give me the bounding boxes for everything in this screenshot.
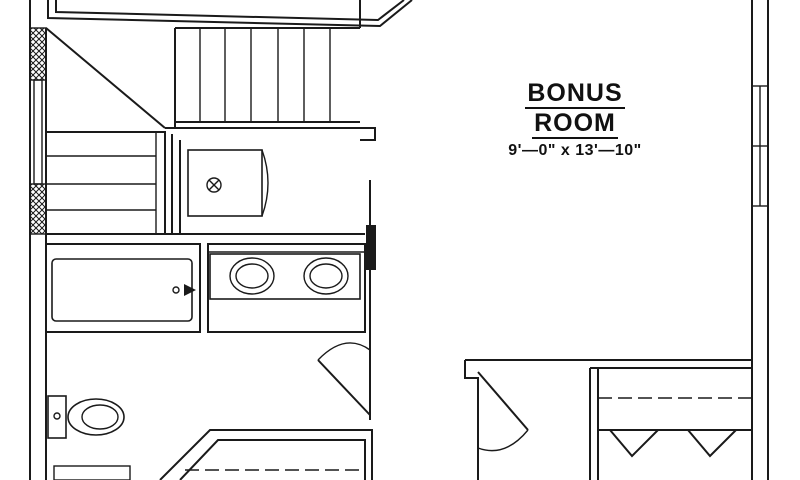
window-left-upper xyxy=(29,27,47,81)
window-left-lower xyxy=(29,183,47,235)
bathtub xyxy=(51,258,193,322)
closet-door-left xyxy=(609,429,659,458)
sink-right xyxy=(303,257,349,295)
window-left-middle xyxy=(33,79,43,185)
left-exterior-wall xyxy=(29,0,47,480)
toilet-tank xyxy=(47,395,67,439)
room-name-line2: ROOM xyxy=(532,109,618,139)
water-heater xyxy=(187,149,263,217)
right-exterior-wall xyxy=(751,0,769,480)
tub-drain xyxy=(172,286,180,294)
sink-left xyxy=(229,257,275,295)
room-name-line1: BONUS xyxy=(525,79,625,109)
top-closet-outline xyxy=(47,0,413,28)
closet-door-right xyxy=(687,429,737,458)
toilet-bowl xyxy=(67,398,125,436)
staircase xyxy=(45,0,361,234)
bonus-room-label: BONUS ROOM 9'—0" x 13'—10" xyxy=(470,78,680,160)
bonus-room-closets xyxy=(464,359,752,480)
vanity xyxy=(209,253,361,300)
drain-icon xyxy=(206,177,222,193)
bathroom-door xyxy=(317,359,371,416)
room-dimensions: 9'—0" x 13'—10" xyxy=(508,142,642,159)
bathroom xyxy=(46,243,373,480)
laundry-closet xyxy=(46,127,376,350)
